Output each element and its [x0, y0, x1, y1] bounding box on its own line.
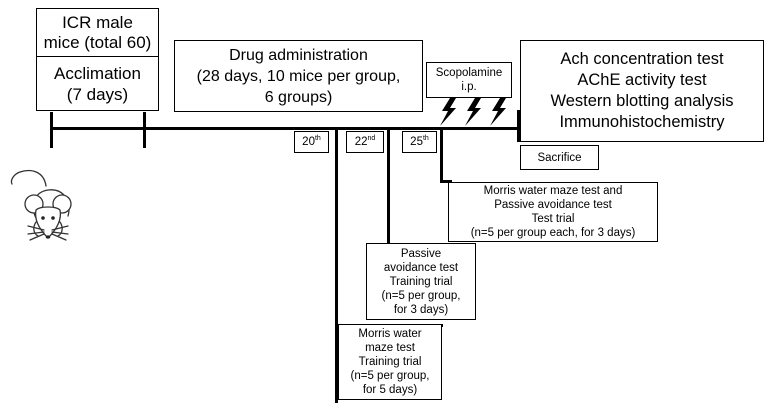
tests-line3: Western blotting analysis [550, 92, 734, 110]
morris-training-box: Morris water maze test Training trial (n… [338, 324, 442, 400]
mice-box-line2: mice (total 60) [43, 32, 152, 52]
passive-training-line5: for 3 days) [393, 303, 449, 316]
mice-box-line1: ICR male [62, 12, 133, 32]
acclimation-box-line1: Acclimation [54, 63, 141, 83]
day-marker-20-text: 20th [302, 135, 321, 148]
analysis-tests-box: Ach concentration test AChE activity tes… [520, 40, 764, 142]
sacrifice-label: Sacrifice [537, 151, 582, 164]
test-trial-line4: (n=5 per group each, for 3 days) [470, 227, 636, 239]
connector-day25-vertical [440, 129, 443, 183]
day-marker-25-text: 25th [410, 135, 429, 148]
morris-training-line4: (n=5 per group, [350, 370, 430, 382]
morris-training-line1: Morris water [358, 328, 422, 340]
tests-line2: AChE activity test [577, 71, 707, 89]
morris-training-line2: maze test [365, 342, 415, 354]
acclimation-box-line2: (7 days) [66, 84, 129, 104]
drug-administration-box: Drug administration (28 days, 10 mice pe… [174, 40, 423, 112]
test-trial-line2: Passive avoidance test [494, 199, 612, 211]
morris-training-line3: Training trial [358, 356, 422, 368]
timeline-axis [50, 127, 520, 130]
tests-line1: Ach concentration test [560, 50, 724, 68]
connector-day22-vertical [387, 129, 390, 268]
day-marker-25: 25th [402, 131, 437, 153]
passive-training-line3: Training trial [389, 275, 453, 288]
lightning-icons [440, 98, 506, 126]
drug-box-line1: Drug administration [229, 46, 368, 64]
passive-training-line1: Passive [400, 247, 442, 260]
passive-training-line4: (n=5 per group, [381, 289, 461, 302]
mice-box: ICR male mice (total 60) [36, 8, 159, 57]
connector-day20-vertical [335, 129, 338, 403]
test-trial-line1: Morris water maze test and [483, 185, 623, 197]
passive-training-line2: avoidance test [383, 261, 459, 274]
drug-box-line2: (28 days, 10 mice per group, [196, 67, 401, 85]
sacrifice-box: Sacrifice [520, 145, 599, 170]
timeline-tick-start [50, 112, 53, 148]
day-marker-22: 22nd [346, 131, 384, 153]
scopolamine-box: Scopolamine i.p. [426, 62, 512, 98]
acclimation-box: Acclimation (7 days) [36, 56, 159, 111]
day-marker-22-text: 22nd [354, 135, 376, 148]
lightning-icon-2 [465, 98, 481, 126]
scopolamine-line1: Scopolamine [435, 67, 503, 79]
connector-day25-horizontal [440, 180, 452, 183]
test-trial-box: Morris water maze test and Passive avoid… [448, 182, 658, 242]
morris-training-line5: for 5 days) [362, 384, 418, 396]
drug-box-line3: 6 groups) [264, 88, 333, 106]
lightning-icon-1 [440, 98, 456, 126]
mouse-icon [10, 169, 72, 241]
passive-avoidance-training-box: Passive avoidance test Training trial (n… [366, 243, 476, 320]
timeline-tick-acclimation [143, 112, 146, 148]
scopolamine-line2: i.p. [461, 81, 477, 93]
test-trial-line3: Test trial [531, 213, 575, 225]
lightning-icon-3 [490, 98, 506, 126]
tests-line4: Immunohistochemistry [559, 113, 725, 131]
day-marker-20: 20th [294, 131, 329, 153]
timeline-tick-end [517, 110, 520, 142]
